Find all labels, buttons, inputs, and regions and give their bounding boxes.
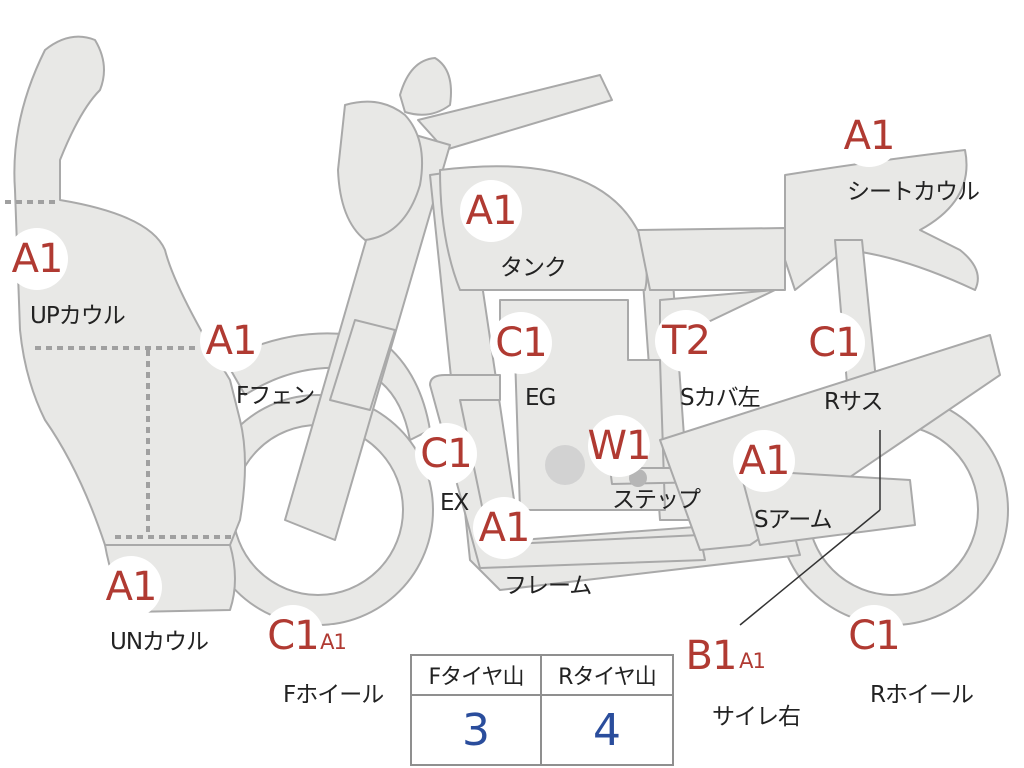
grade-badge-engine: C1 [490,312,552,374]
label-tank: タンク [500,255,567,281]
grade-badge-s-cover-left: T2 [655,310,717,372]
rear-tire-value: 4 [593,704,621,756]
grade-badge-un-cowl: A1 [100,556,162,618]
tire-tread-table: Fタイヤ山 Rタイヤ山 3 4 [410,654,674,766]
side-panel-shape [637,227,786,291]
mirror-shape [399,57,452,116]
label-s-cover-left: Sカバ左 [680,385,761,411]
label-un-cowl: UNカウル [110,629,209,655]
label-exhaust: EX [440,490,469,516]
fork-sleeve-shape [329,319,396,411]
front-tire-value: 3 [412,696,542,764]
label-seat-cowl: シートカウル [847,179,980,205]
step-peg-1 [629,469,647,487]
silencer-leader-diag [739,509,881,626]
label-engine: EG [525,385,556,411]
label-swing-arm: Sアーム [754,507,833,533]
grade-badge-exhaust: C1 [415,423,477,485]
label-frame: フレーム [504,573,592,599]
label-up-cowl: UPカウル [30,303,126,329]
grade-badge-seat-cowl: A1 [838,105,900,167]
label-r-suspension: Rサス [824,389,884,415]
grade-badge-step: W1 [588,415,652,477]
front-tire-header: Fタイヤ山 [412,656,542,696]
grade-badge-f-fender: A1 [200,310,262,372]
upper-cowl-shape [13,35,246,546]
label-r-wheel: Rホイール [870,682,974,708]
label-f-fender: Fフェン [236,383,315,409]
grade-badge-swing-arm: A1 [733,430,795,492]
grade-badge-silencer-right-sub: A1 [735,644,769,678]
grade-badge-f-wheel: C1 [262,605,324,667]
grade-badge-tank: A1 [460,180,522,242]
engine-cover-shape [545,445,585,485]
swing-arm-shape [659,334,1001,551]
grade-badge-f-wheel-sub: A1 [316,625,350,659]
seat-cowl-shape [784,149,979,291]
grade-badge-up-cowl: A1 [6,228,68,290]
grade-badge-r-suspension: C1 [803,312,865,374]
label-step: ステップ [612,487,701,513]
rear-tire-header: Rタイヤ山 [542,656,672,696]
silencer-shape [739,469,916,546]
grade-badge-silencer-right: B1 [680,625,742,687]
headlight-shape [337,100,424,241]
grade-badge-r-wheel: C1 [843,605,905,667]
label-silencer-right: サイレ右 [712,704,801,730]
grade-badge-frame: A1 [473,497,535,559]
label-f-wheel: Fホイール [283,682,384,708]
